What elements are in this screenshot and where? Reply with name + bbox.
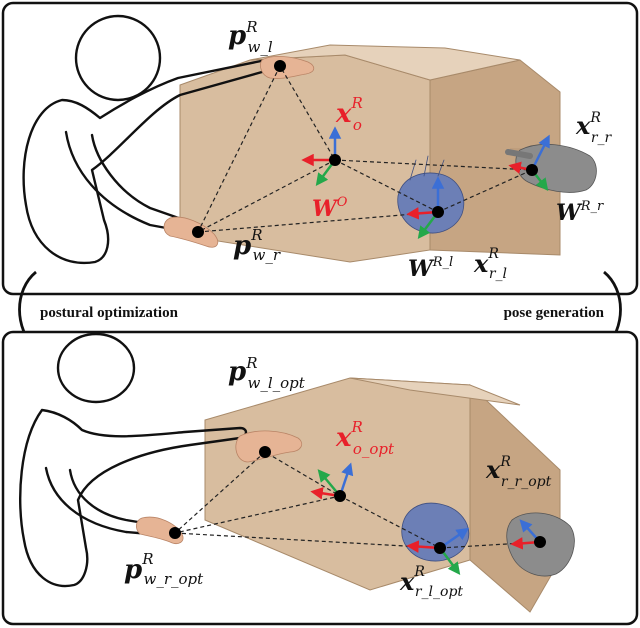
point-x-o-opt <box>334 490 346 502</box>
point-x-r-l-opt <box>434 542 446 554</box>
point-x-r-r <box>526 164 538 176</box>
top-right-hand <box>163 216 219 248</box>
hand-icon <box>235 430 303 463</box>
hand-icon <box>260 56 315 79</box>
person-head-icon <box>74 14 162 102</box>
point-p-w-r <box>192 226 204 238</box>
top-box-top <box>249 44 521 81</box>
person-body-icon <box>19 408 248 588</box>
caption-pose-generation: pose generation <box>504 305 605 321</box>
point-x-o <box>329 154 341 166</box>
label-W-r-l: WR_l <box>408 255 453 282</box>
point-x-r-l <box>432 206 444 218</box>
bottom-left-hand <box>235 430 303 463</box>
label-W-o: WO <box>312 195 348 222</box>
bottom-box-top <box>349 377 521 406</box>
top-box-front <box>179 54 431 263</box>
top-box <box>179 44 561 263</box>
point-p-w-l <box>274 60 286 72</box>
label-W-r-r: WR_r <box>556 199 604 226</box>
hand-icon <box>163 216 219 248</box>
top-dashed-links <box>196 65 533 234</box>
point-p-w-r-opt <box>169 527 181 539</box>
point-p-w-l-opt <box>259 446 271 458</box>
person-body-icon <box>22 58 273 265</box>
top-left-hand <box>260 56 315 79</box>
caption-postural-optimization: postural optimization <box>40 305 179 321</box>
point-x-r-r-opt <box>534 536 546 548</box>
bottom-dashed-links <box>172 451 541 549</box>
person-head-icon <box>56 332 136 404</box>
